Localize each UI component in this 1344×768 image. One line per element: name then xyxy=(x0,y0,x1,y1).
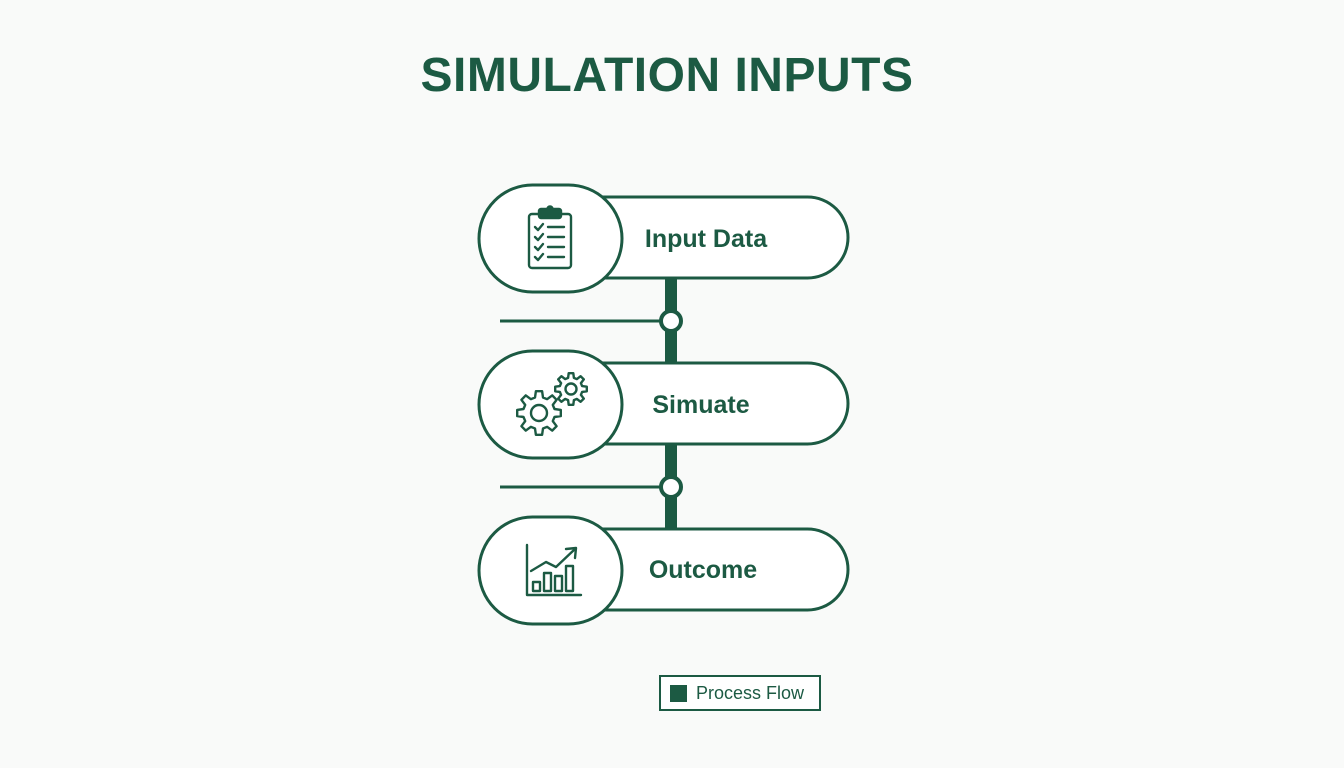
large-gear-icon xyxy=(516,390,562,436)
step-label: Input Data xyxy=(645,225,768,253)
step-outcome: Outcome xyxy=(477,515,850,626)
junction-node-1 xyxy=(659,309,683,333)
step-label: Simuate xyxy=(652,391,749,419)
step-label: Outcome xyxy=(649,556,757,584)
legend-swatch xyxy=(670,684,687,702)
legend: Process Flow xyxy=(659,675,821,711)
junction-node-2 xyxy=(659,475,683,499)
step-simuate: Simuate xyxy=(477,349,850,460)
clipboard-checklist-icon xyxy=(527,205,573,270)
small-gear-icon xyxy=(554,372,588,406)
icon-circle xyxy=(477,183,624,294)
gears-icon xyxy=(516,372,588,436)
gear-outline xyxy=(554,372,588,406)
gear-outline xyxy=(516,390,562,436)
step-input-data: Input Data xyxy=(477,183,850,294)
icon-circle xyxy=(477,515,624,626)
bar-chart-growth-icon xyxy=(525,543,583,597)
diagram-title: SIMULATION INPUTS xyxy=(420,49,914,102)
legend-label: Process Flow xyxy=(696,683,805,703)
icon-circle xyxy=(477,349,624,460)
